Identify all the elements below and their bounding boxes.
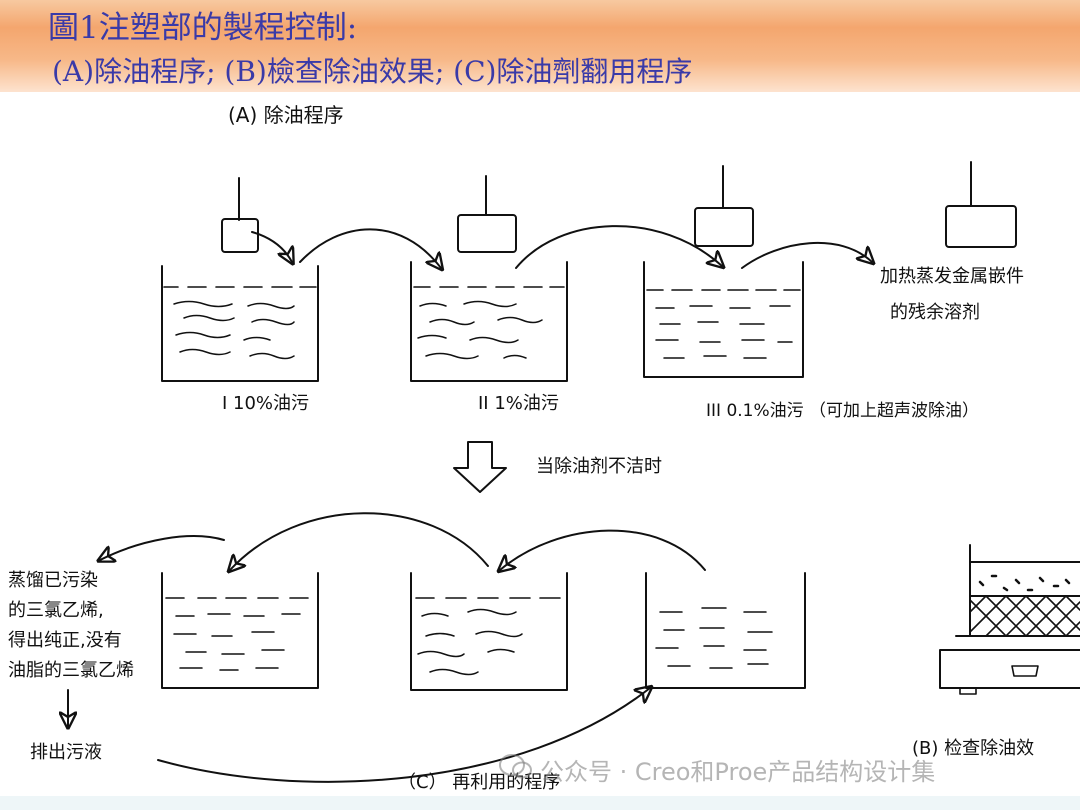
hanging-part-1 (221, 177, 259, 253)
drain-note: 排出污液 (30, 742, 102, 763)
section-b-label: (B) 检查除油效 (912, 738, 1035, 759)
distill-note-line-1: 蒸馏已污染 (8, 570, 98, 591)
inspection-apparatus (939, 544, 1080, 695)
page-subtitle: (A)除油程序; (B)檢查除油效果; (C)除油劑翻用程序 (52, 55, 693, 88)
arrow-c2-to-c1 (230, 512, 489, 570)
header-banner: 圖1注塑部的製程控制: (A)除油程序; (B)檢查除油效果; (C)除油劑翻用… (0, 0, 1080, 92)
tank-3-label: III 0.1%油污 （可加上超声波除油） (706, 401, 980, 421)
down-arrow (453, 441, 507, 493)
arrow-tank-1-to-tank-2 (299, 228, 441, 268)
tank-c2 (410, 572, 568, 691)
distill-note-line-2: 的三氯乙烯, (8, 600, 104, 621)
arrow-c1-to-distill (100, 535, 225, 560)
hanging-part-2 (457, 175, 517, 253)
hanging-part-4 (945, 161, 1017, 248)
section-a-label: (A) 除油程序 (228, 103, 344, 127)
tank-2-label: II 1%油污 (478, 393, 559, 414)
tank-2 (410, 261, 568, 382)
process-sketch (0, 161, 1080, 783)
arrow-tank-2-to-tank-3 (515, 225, 722, 268)
tank-1-label: I 10%油污 (222, 393, 310, 414)
tank-3 (643, 261, 804, 378)
tank-c1 (161, 572, 319, 689)
tank-c3 (645, 572, 806, 689)
section-c-label: （C） 再利用的程序 (398, 772, 561, 793)
hanging-part-3 (694, 165, 754, 247)
heat-note-line-1: 加热蒸发金属嵌件 (880, 266, 1024, 287)
page-title: 圖1注塑部的製程控制: (48, 10, 358, 46)
wechat-icon (499, 754, 532, 779)
distill-note-line-3: 得出纯正,没有 (8, 630, 122, 651)
arrow-tank-3-to-heat (741, 241, 872, 269)
distill-note-line-4: 油脂的三氯乙烯 (8, 660, 134, 681)
arrow-part-into-tank-1 (251, 231, 292, 262)
arrow-drain-to-c3 (157, 688, 650, 783)
arrow-c3-to-c2 (500, 529, 706, 570)
watermark-text: 公众号 · Creo和Proe产品结构设计集 (540, 758, 936, 786)
condition-note: 当除油剂不洁时 (536, 456, 662, 477)
tank-1 (161, 265, 319, 382)
bottom-strip (0, 796, 1080, 810)
heat-note-line-2: 的残余溶剂 (890, 302, 980, 323)
